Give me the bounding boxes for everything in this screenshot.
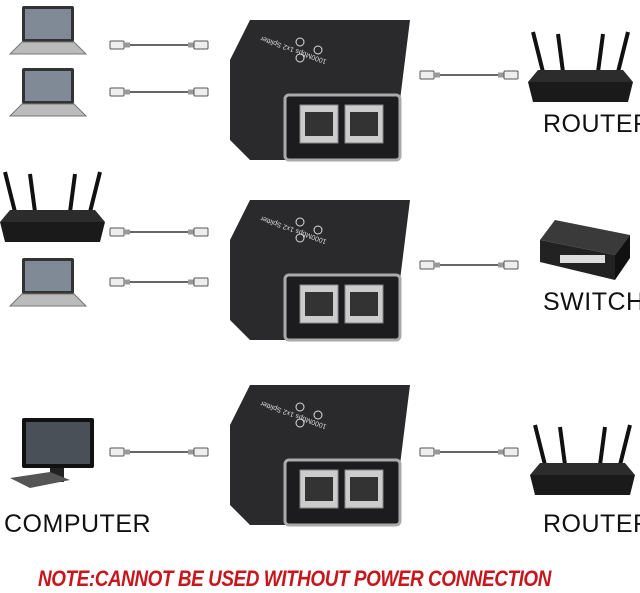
ethernet-cable <box>419 447 519 457</box>
splitter-device <box>228 383 412 527</box>
router-label: ROUTER <box>543 110 640 138</box>
laptop-icon <box>9 5 87 55</box>
ethernet-cable <box>109 40 209 50</box>
power-warning-note: NOTE:CANNOT BE USED WITHOUT POWER CONNEC… <box>38 566 551 591</box>
router-label: ROUTER <box>543 510 640 538</box>
splitter-device <box>228 198 412 342</box>
splitter-device <box>228 18 412 162</box>
laptop-icon <box>9 257 87 307</box>
ethernet-cable <box>109 227 209 237</box>
ethernet-cable <box>109 447 209 457</box>
ethernet-cable <box>419 260 519 270</box>
router-icon <box>0 170 107 244</box>
router-icon <box>526 30 635 104</box>
computer-label: COMPUTER <box>4 510 152 538</box>
laptop-icon <box>9 67 87 117</box>
ethernet-cable <box>419 70 519 80</box>
switch-label: SWITCH <box>543 288 640 316</box>
computer-icon <box>10 418 94 488</box>
router-icon <box>528 423 637 497</box>
switch-icon <box>540 220 630 280</box>
ethernet-cable <box>109 87 209 97</box>
ethernet-cable <box>109 277 209 287</box>
